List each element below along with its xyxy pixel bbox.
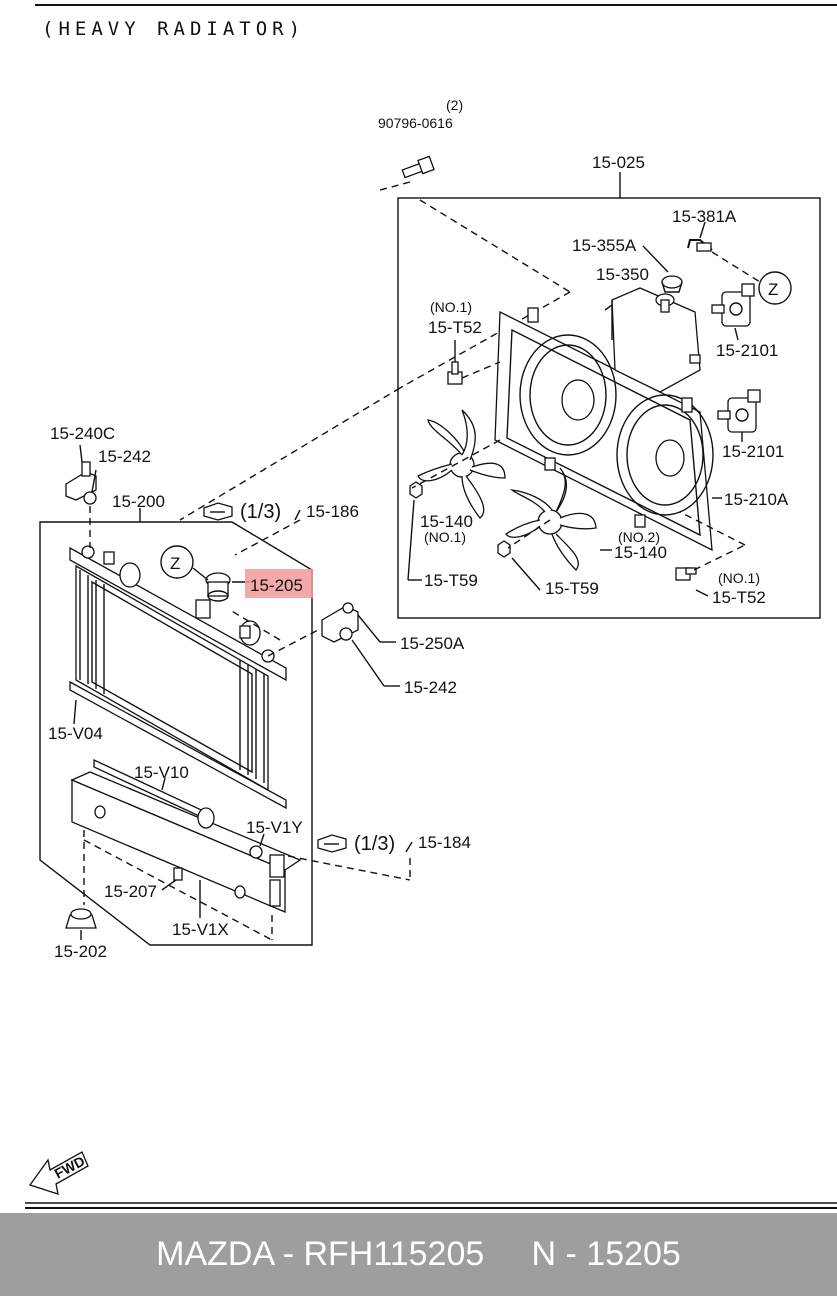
fan-blade-no2-icon: [505, 467, 597, 571]
radiator-cap-icon: [195, 572, 231, 619]
footer-bar: MAZDA - RFH115205 N - 15205: [0, 1213, 837, 1296]
label-15-210A: 15-210A: [724, 490, 789, 509]
label-15-240C: 15-240C: [50, 424, 115, 443]
label-15-T52-lower: 15-T52: [712, 588, 766, 607]
label-15-207: 15-207: [104, 882, 157, 901]
radiator-core-icon: [69, 545, 287, 810]
label-15-140-no2: 15-140: [614, 543, 667, 562]
label-15-202: 15-202: [54, 942, 107, 961]
mount-15-202-icon: [65, 908, 97, 929]
label-15-2101-lower: 15-2101: [722, 442, 784, 461]
label-15-2101-upper: 15-2101: [716, 341, 778, 360]
label-15-381A: 15-381A: [672, 207, 737, 226]
label-15-T59-left: 15-T59: [424, 571, 478, 590]
label-no1-lower: (NO.1): [718, 570, 760, 586]
label-15-140-no1: 15-140: [420, 512, 473, 531]
label-90796-qty: (2): [446, 97, 463, 113]
seal-15-V10-icon: [93, 758, 215, 829]
label-15-350: 15-350: [596, 265, 649, 284]
reservoir-cap-icon: [661, 275, 683, 293]
label-90796: 90796-0616: [378, 115, 453, 131]
label-15-250A: 15-250A: [400, 634, 465, 653]
label-15-V10: 15-V10: [134, 763, 189, 782]
ref-arrow-lower-icon: [317, 834, 347, 853]
bolt-T52-lower-icon: [675, 567, 697, 581]
footer-part-number: MAZDA - RFH115205 N - 15205: [156, 1235, 681, 1273]
insulator-15-242-lower-icon: [339, 627, 353, 641]
insulator-15-242-upper-icon: [83, 491, 97, 505]
label-15-025: 15-025: [592, 153, 645, 172]
bolt-90796-icon: [401, 155, 435, 179]
outlet-pipe-icon: [269, 854, 285, 878]
diagram-heading: (HEAVY RADIATOR): [42, 18, 305, 40]
label-no1-fan: (NO.1): [424, 529, 466, 545]
part-highlight: [245, 569, 313, 598]
label-15-242-upper: 15-242: [98, 447, 151, 466]
label-z-left: Z: [170, 554, 180, 573]
forward-arrow-icon: [28, 1151, 89, 1195]
hose-15-381A-icon: [687, 239, 713, 252]
fan-motor-upper-icon: [711, 283, 755, 327]
reservoir-tank-icon: [604, 287, 701, 393]
fan-blade-no1-icon: [417, 409, 506, 519]
parts-diagram: (HEAVY RADIATOR): [25, 4, 837, 1209]
label-15-V04: 15-V04: [48, 724, 103, 743]
label-15-200: 15-200: [112, 492, 165, 511]
fan-motor-lower-icon: [717, 389, 761, 433]
fan-assembly-box: [397, 197, 821, 619]
label-z-top: Z: [768, 280, 778, 299]
label-15-V1X: 15-V1X: [172, 920, 229, 939]
label-15-205: 15-205: [250, 576, 303, 595]
label-ref-lower: (1/3): [354, 833, 395, 855]
ref-z-circle-top: [758, 271, 792, 305]
drain-cock-15-207-icon: [173, 867, 183, 881]
label-ref-upper: (1/3): [240, 501, 281, 523]
lower-tank-icon: [70, 771, 302, 913]
label-15-T59-right: 15-T59: [545, 579, 599, 598]
drain-plug-15-V1Y-icon: [249, 845, 263, 859]
nut-T59-left-icon: [409, 481, 423, 499]
label-fwd: FWD: [52, 1153, 88, 1182]
label-no2-fan: (NO.2): [618, 529, 660, 545]
label-no1-upper: (NO.1): [430, 299, 472, 315]
label-15-T52-upper: 15-T52: [428, 318, 482, 337]
bolt-T52-upper-icon: [447, 361, 463, 385]
label-15-186: 15-186: [306, 502, 359, 521]
label-15-355A: 15-355A: [572, 236, 637, 255]
radiator-box: [39, 521, 313, 946]
label-15-184: 15-184: [418, 833, 471, 852]
ref-arrow-upper-icon: [203, 502, 233, 521]
label-15-V1Y: 15-V1Y: [246, 818, 303, 837]
nut-T59-right-icon: [497, 540, 511, 558]
ref-z-circle-left: [160, 545, 194, 579]
label-15-242-lower: 15-242: [404, 678, 457, 697]
